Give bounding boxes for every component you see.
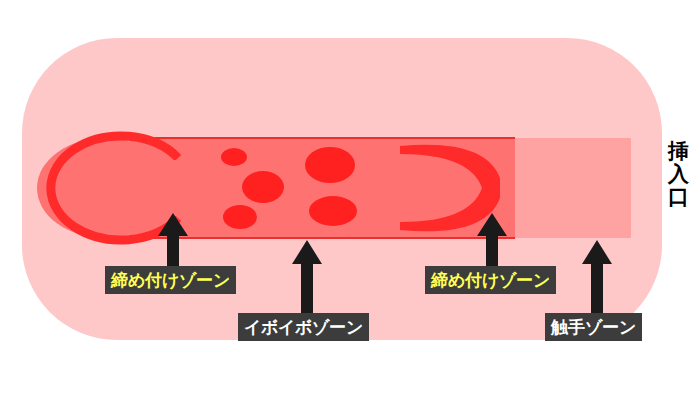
zone-label: 締め付けゾーン — [425, 266, 556, 294]
insertion-opening-label: 挿入口 — [668, 140, 689, 209]
zone-label-text: イボイボゾーン — [244, 316, 363, 338]
inner-channel — [130, 138, 520, 238]
zone-label-text: 触手ゾーン — [551, 316, 636, 338]
tightening-ring — [400, 145, 500, 232]
outer-body — [22, 38, 662, 340]
bump — [221, 148, 247, 166]
zone-label-text: 締め付けゾーン — [111, 269, 230, 291]
bump — [223, 205, 257, 229]
pointer-arrow — [158, 213, 188, 266]
tentacle-zone-area — [515, 138, 631, 238]
zone-label-text: 締め付けゾーン — [431, 269, 550, 291]
bump — [305, 147, 355, 183]
channel-edge — [130, 137, 515, 139]
bump — [309, 196, 357, 226]
bump — [242, 171, 284, 203]
channel-edge — [130, 237, 515, 239]
pointer-arrow — [477, 213, 507, 266]
zone-label: 締め付けゾーン — [105, 266, 236, 294]
zone-label: 触手ゾーン — [545, 313, 642, 341]
chamber-opening — [150, 160, 190, 216]
zone-label: イボイボゾーン — [238, 313, 369, 341]
pointer-arrow — [292, 240, 322, 314]
pointer-arrow — [582, 240, 612, 314]
